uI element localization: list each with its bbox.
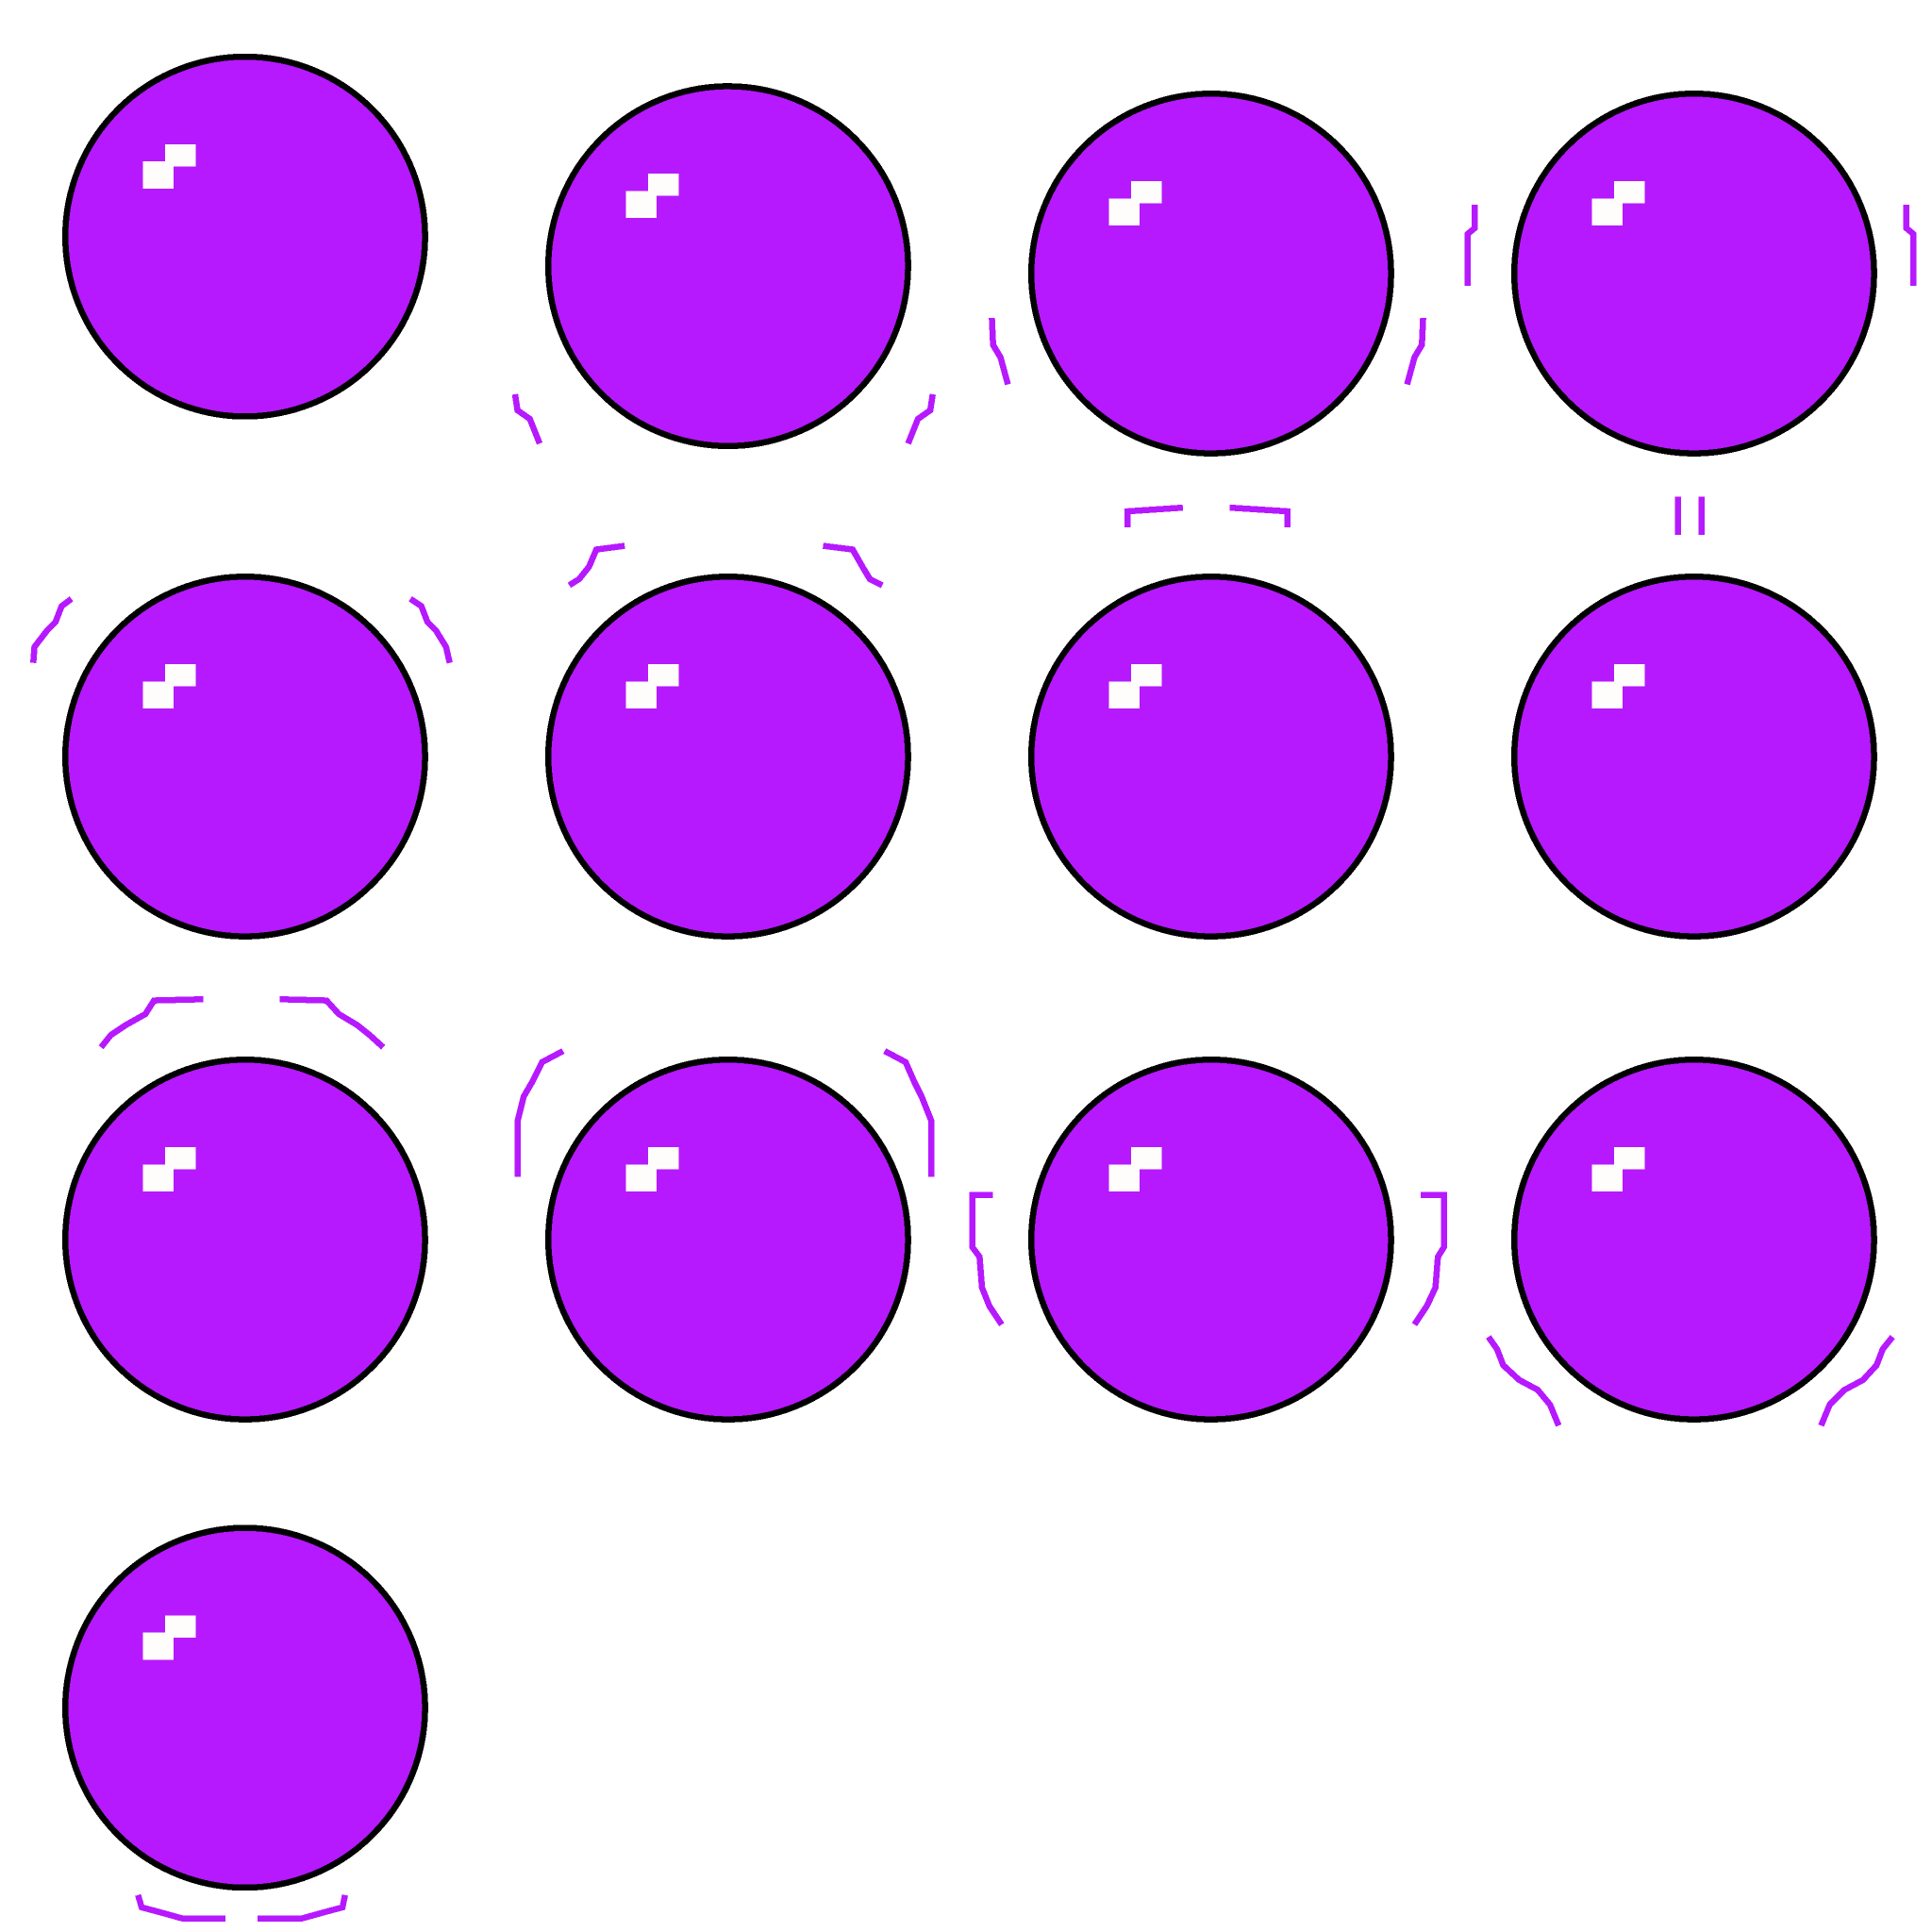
motion-line bbox=[1486, 1335, 1562, 1427]
highlight-pixel bbox=[1614, 664, 1645, 687]
purple-ball bbox=[1027, 90, 1394, 457]
motion-line bbox=[883, 1048, 935, 1177]
ball-highlight bbox=[142, 1615, 196, 1660]
motion-line bbox=[567, 542, 625, 589]
highlight-pixel bbox=[165, 143, 196, 167]
highlight-pixel bbox=[1131, 181, 1162, 204]
motion-line bbox=[30, 596, 74, 663]
highlight-pixel bbox=[1614, 1147, 1645, 1170]
sprite-frame-7 bbox=[1027, 504, 1394, 940]
highlight-pixel bbox=[165, 664, 196, 687]
sprite-frame-1 bbox=[61, 53, 428, 420]
ball-highlight bbox=[625, 1147, 679, 1192]
motion-line bbox=[1404, 317, 1426, 386]
ball-highlight bbox=[1108, 664, 1162, 709]
motion-line bbox=[408, 596, 453, 664]
sprite-frame-12 bbox=[1486, 1056, 1895, 1427]
highlight-pixel bbox=[648, 1147, 679, 1170]
purple-ball bbox=[61, 573, 428, 940]
sprite-frame-2 bbox=[511, 83, 936, 450]
purple-ball bbox=[61, 53, 428, 420]
purple-ball bbox=[1027, 1056, 1394, 1423]
purple-ball bbox=[544, 1056, 911, 1423]
motion-line bbox=[1464, 204, 1478, 287]
ball-highlight bbox=[142, 664, 196, 709]
motion-line bbox=[969, 1191, 1005, 1326]
motion-line bbox=[1411, 1191, 1448, 1326]
highlight-pixel bbox=[1614, 181, 1645, 204]
sprite-frame-11 bbox=[969, 1056, 1448, 1423]
ball-highlight bbox=[142, 1147, 196, 1192]
motion-line bbox=[989, 317, 1011, 386]
motion-line bbox=[823, 542, 884, 589]
purple-ball bbox=[61, 1056, 428, 1423]
ball-highlight bbox=[1591, 664, 1645, 709]
sprite-frame-9 bbox=[61, 996, 428, 1423]
ball-highlight bbox=[1108, 181, 1162, 226]
sprite-frame-3 bbox=[989, 90, 1426, 457]
highlight-pixel bbox=[648, 664, 679, 687]
purple-ball bbox=[61, 1524, 428, 1891]
motion-line bbox=[511, 393, 543, 445]
sprite-frame-6 bbox=[544, 542, 911, 940]
purple-ball bbox=[1027, 573, 1394, 940]
motion-line bbox=[514, 1048, 565, 1177]
sprite-frame-10 bbox=[514, 1048, 935, 1423]
highlight-pixel bbox=[1131, 664, 1162, 687]
purple-ball bbox=[544, 83, 911, 450]
ball-highlight bbox=[1591, 1147, 1645, 1192]
sprite-frame-4 bbox=[1464, 90, 1917, 535]
highlight-pixel bbox=[648, 174, 679, 196]
motion-line bbox=[1229, 504, 1291, 528]
motion-line bbox=[1818, 1335, 1895, 1427]
sprite-frame-5 bbox=[30, 573, 453, 940]
ball-highlight bbox=[625, 174, 679, 219]
ball-highlight bbox=[1108, 1147, 1162, 1192]
ball-highlight bbox=[625, 664, 679, 709]
ball-highlight bbox=[1591, 181, 1645, 226]
motion-line bbox=[257, 1894, 348, 1922]
motion-line bbox=[1903, 204, 1917, 287]
highlight-pixel bbox=[165, 1615, 196, 1638]
sprite-frame-8 bbox=[1510, 573, 1877, 940]
motion-line bbox=[98, 996, 204, 1050]
highlight-pixel bbox=[165, 1147, 196, 1170]
highlight-pixel bbox=[1131, 1147, 1162, 1170]
purple-ball bbox=[1510, 1056, 1877, 1423]
ball-highlight bbox=[142, 143, 196, 189]
purple-ball bbox=[1510, 90, 1877, 457]
motion-line bbox=[279, 996, 386, 1050]
motion-line bbox=[905, 393, 936, 445]
purple-ball bbox=[544, 573, 911, 940]
motion-line bbox=[135, 1893, 226, 1922]
motion-line bbox=[1124, 504, 1184, 528]
sprite-frame-13 bbox=[61, 1524, 428, 1922]
purple-ball bbox=[1510, 573, 1877, 940]
